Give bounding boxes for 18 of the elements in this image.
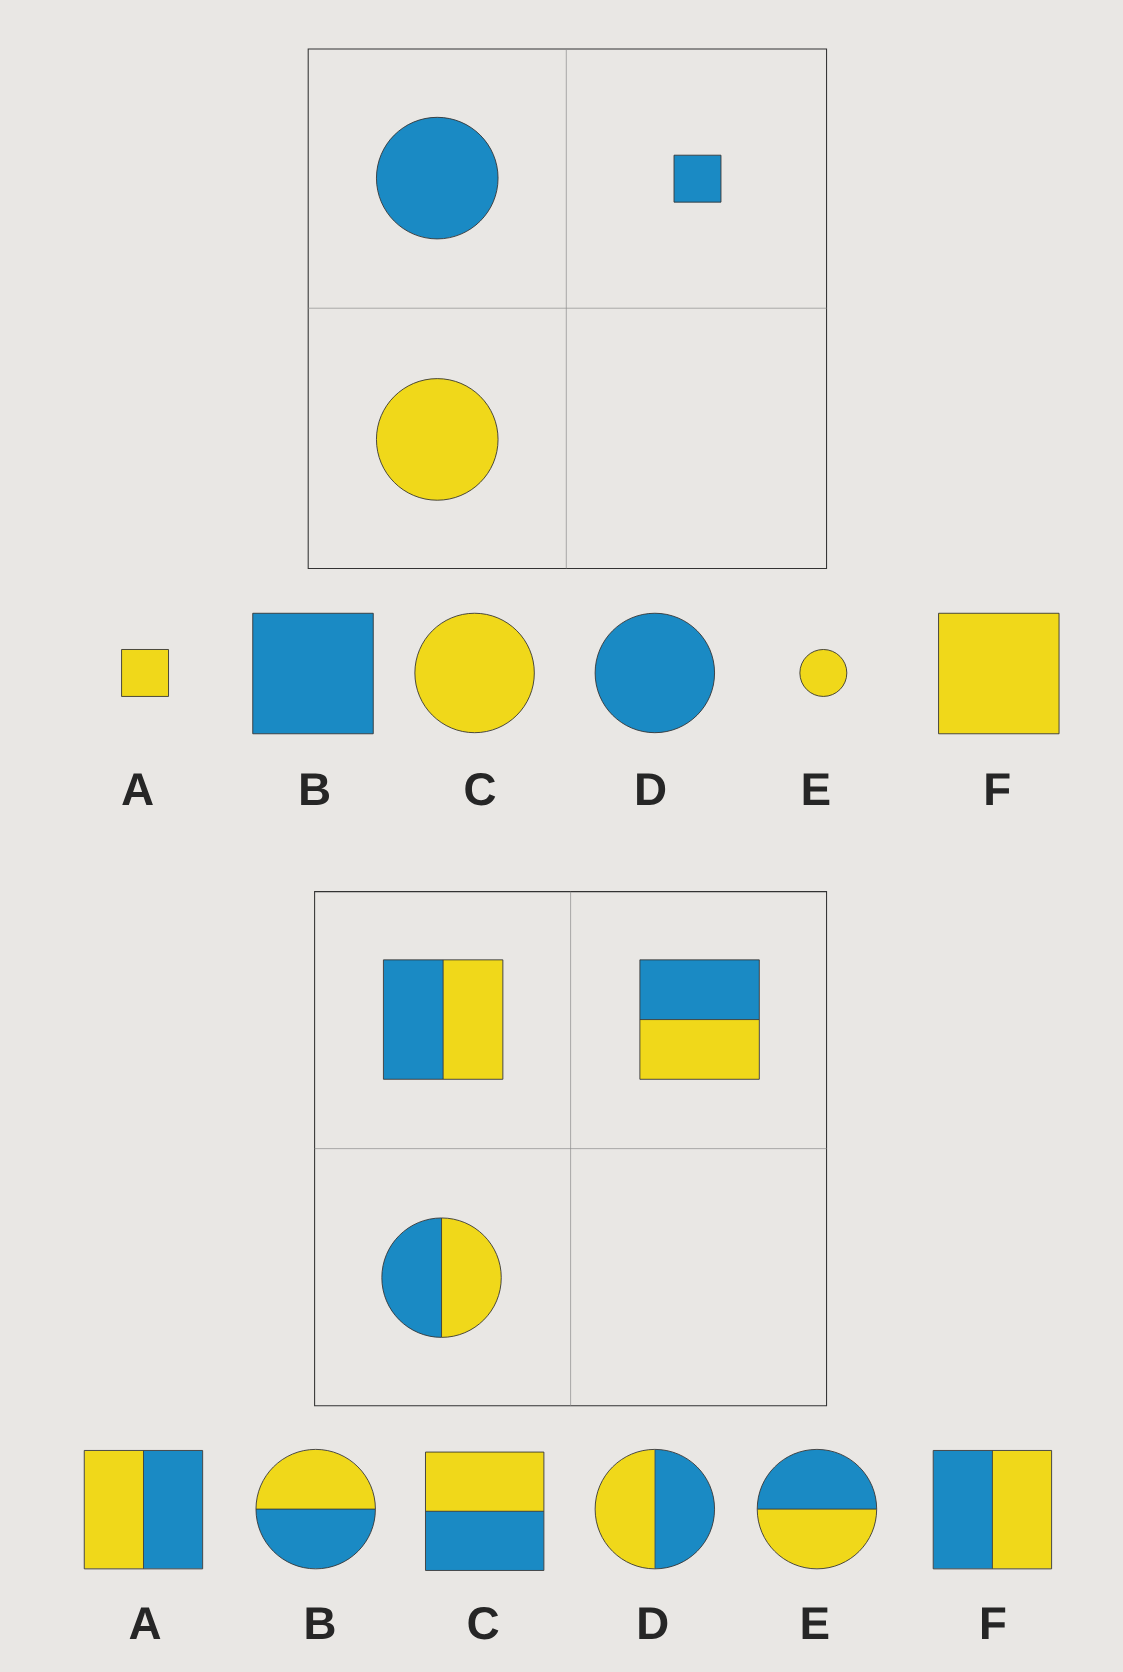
square [673, 154, 722, 203]
two-colour-square [383, 959, 504, 1080]
option-letter: A [129, 1607, 161, 1639]
option-letter: C [465, 773, 496, 806]
option-letter: C [468, 1607, 499, 1640]
option-letter: E [802, 1607, 829, 1639]
option-letter: A [122, 773, 153, 805]
option-letter: D [639, 1607, 668, 1639]
option-letter: E [803, 773, 830, 805]
option-letter: B [306, 1607, 335, 1639]
option-letter: F [986, 773, 1010, 805]
two-colour-circle [381, 1217, 502, 1338]
two-colour-square [639, 959, 760, 1080]
circle [376, 378, 499, 501]
option-letter: B [301, 773, 330, 805]
circle [376, 116, 499, 240]
option-letter: F [982, 1607, 1006, 1639]
option-letter: D [637, 773, 666, 805]
